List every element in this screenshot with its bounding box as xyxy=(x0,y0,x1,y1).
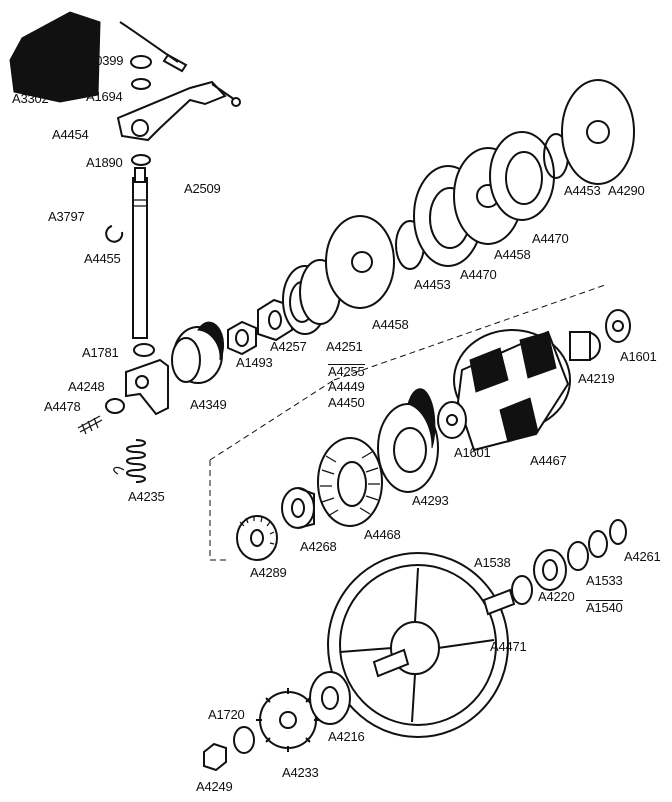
shaft-a2509 xyxy=(132,177,148,339)
label-a4470-1: A4470 xyxy=(460,267,497,282)
label-a4458-2: A4458 xyxy=(494,247,531,262)
lever-tip-knob xyxy=(231,97,241,107)
bushing-a4219-body xyxy=(569,331,591,361)
assembly-outline xyxy=(209,284,606,561)
washer-a1890 xyxy=(131,154,151,166)
label-a4478: A4478 xyxy=(44,399,81,414)
gear-a4471-shaft-right xyxy=(482,588,516,616)
bracket-hole xyxy=(135,375,149,389)
label-a4233: A4233 xyxy=(282,765,319,780)
nut-a4249 xyxy=(203,742,227,772)
label-a4455: A4455 xyxy=(84,251,121,266)
label-a3302: A3302 xyxy=(12,91,49,106)
label-a4251: A4251 xyxy=(326,339,363,354)
disk-a4293-shade xyxy=(407,388,436,449)
label-a4249: A4249 xyxy=(196,779,233,794)
clip-a3797 xyxy=(105,225,124,243)
label-a4468: A4468 xyxy=(364,527,401,542)
washer-a1538 xyxy=(511,575,533,605)
plate-a4470-2-inner xyxy=(505,151,543,205)
label-a4220: A4220 xyxy=(538,589,575,604)
washer-a1533 xyxy=(567,541,589,571)
label-a1540: A1540 xyxy=(586,600,623,615)
sprocket-a4233-teeth xyxy=(256,688,320,752)
nut-a4257-hole xyxy=(268,310,282,330)
label-a4289: A4289 xyxy=(250,565,287,580)
spacer-a4216-hole xyxy=(321,686,339,710)
washer-a1781 xyxy=(133,343,155,357)
label-a1601-2: A1601 xyxy=(454,445,491,460)
gear-a4471-spokes xyxy=(339,567,495,723)
disk-a4293-inner xyxy=(393,427,427,473)
nut-a1493-hole xyxy=(235,329,249,347)
gear-a4471-rim xyxy=(339,564,497,726)
bearing-a4220-hole xyxy=(542,559,558,581)
label-a4458-1: A4458 xyxy=(372,317,409,332)
washer-a1694 xyxy=(131,78,151,90)
label-a2509: A2509 xyxy=(184,181,221,196)
label-a4470-2: A4470 xyxy=(532,231,569,246)
label-a4450: A4450 xyxy=(328,395,365,410)
label-a1720: A1720 xyxy=(208,707,245,722)
shaft-top xyxy=(134,167,146,183)
gear-a4289-teeth xyxy=(239,516,275,545)
label-a3797: A3797 xyxy=(48,209,85,224)
label-a4216: A4216 xyxy=(328,729,365,744)
screw-a4478 xyxy=(77,415,103,435)
washer-a1601-1-hole xyxy=(612,320,624,332)
nut-d0399 xyxy=(130,55,152,69)
drum-a4349-front xyxy=(171,337,201,383)
label-a4471: A4471 xyxy=(490,639,527,654)
label-a4235: A4235 xyxy=(128,489,165,504)
gear-a4289-hole xyxy=(250,529,264,547)
label-a4293: A4293 xyxy=(412,493,449,508)
spring-a4235 xyxy=(126,439,146,483)
label-a1781: A1781 xyxy=(82,345,119,360)
circlip-a4261 xyxy=(609,519,627,545)
label-a4290: A4290 xyxy=(608,183,645,198)
label-a4257: A4257 xyxy=(270,339,307,354)
label-a4453-2: A4453 xyxy=(564,183,601,198)
label-a4255: A4255 xyxy=(328,364,365,379)
label-a1601-1: A1601 xyxy=(620,349,657,364)
washer-a1540 xyxy=(588,530,608,558)
spring-hook xyxy=(113,466,125,475)
washer-a1601-2-hole xyxy=(446,414,458,426)
bracket-a4248 xyxy=(125,358,169,416)
drum-a4349-shade xyxy=(197,321,225,361)
ring-a4468-ribs xyxy=(320,451,380,517)
label-a4349: A4349 xyxy=(190,397,227,412)
spacer-a4268-side xyxy=(297,487,315,529)
gear-a4471-teeth xyxy=(327,552,509,738)
cable-end xyxy=(162,53,188,73)
ring-a4468-inner xyxy=(337,461,367,507)
shaft-groove xyxy=(133,199,147,207)
label-a1493: A1493 xyxy=(236,355,273,370)
label-a1694: A1694 xyxy=(86,89,123,104)
label-a4454: A4454 xyxy=(52,127,89,142)
washer-a1720 xyxy=(233,726,255,754)
label-d0399: D0399 xyxy=(86,53,124,68)
spacer-a4268-hole xyxy=(291,498,305,518)
label-a4219: A4219 xyxy=(578,371,615,386)
label-a4248: A4248 xyxy=(68,379,105,394)
nut-a4478 xyxy=(105,398,125,414)
part-a3302 xyxy=(9,11,101,103)
label-a4268: A4268 xyxy=(300,539,337,554)
label-a4453-1: A4453 xyxy=(414,277,451,292)
lever-pivot xyxy=(131,119,149,137)
gear-a4471-shaft xyxy=(372,648,410,678)
label-a1538: A1538 xyxy=(474,555,511,570)
label-a1890: A1890 xyxy=(86,155,123,170)
label-a1533: A1533 xyxy=(586,573,623,588)
sprocket-a4233-hole xyxy=(279,711,297,729)
plate-a4290-hub xyxy=(586,120,610,144)
housing-a4467-shade xyxy=(469,331,557,443)
label-a4449: A4449 xyxy=(328,379,365,394)
label-a4261: A4261 xyxy=(624,549,661,564)
label-a4467: A4467 xyxy=(530,453,567,468)
plate-a4458-hub xyxy=(351,251,373,273)
